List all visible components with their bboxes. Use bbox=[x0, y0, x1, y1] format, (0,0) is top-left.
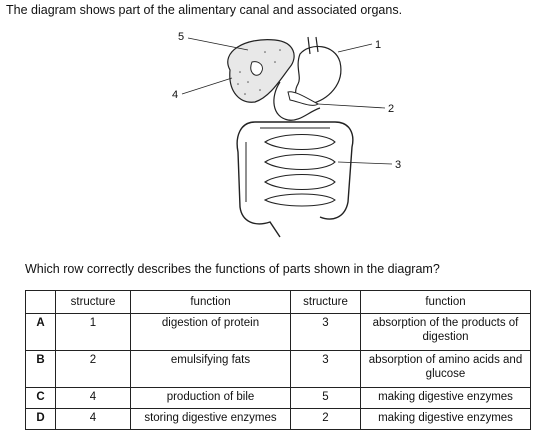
option-letter: C bbox=[25, 387, 56, 409]
structure-cell: 3 bbox=[290, 350, 361, 388]
option-letter: A bbox=[25, 313, 56, 351]
header-function-2: function bbox=[360, 290, 531, 314]
pancreas bbox=[287, 91, 319, 106]
function-cell: production of bile bbox=[130, 387, 291, 409]
question-text: Which row correctly describes the functi… bbox=[25, 262, 440, 276]
function-cell: making digestive enzymes bbox=[360, 408, 531, 430]
header-option bbox=[25, 290, 56, 314]
structure-cell: 2 bbox=[55, 350, 131, 388]
structure-cell: 1 bbox=[55, 313, 131, 351]
header-structure-1: structure bbox=[55, 290, 131, 314]
structure-cell: 4 bbox=[55, 387, 131, 409]
table-row: D 4 storing digestive enzymes 2 making d… bbox=[25, 408, 531, 430]
function-cell: making digestive enzymes bbox=[360, 387, 531, 409]
structure-cell: 3 bbox=[290, 313, 361, 351]
table-header-row: structure function structure function bbox=[25, 290, 531, 314]
answers-table: structure function structure function A … bbox=[25, 290, 531, 430]
table-row: B 2 emulsifying fats 3 absorption of ami… bbox=[25, 350, 531, 388]
option-letter: B bbox=[25, 350, 56, 388]
diagram-label-1: 1 bbox=[375, 39, 381, 51]
structure-cell: 2 bbox=[290, 408, 361, 430]
duodenum bbox=[273, 81, 321, 121]
function-cell: storing digestive enzymes bbox=[130, 408, 291, 430]
header-function-1: function bbox=[130, 290, 291, 314]
function-cell: emulsifying fats bbox=[130, 350, 291, 388]
diagram-label-4: 4 bbox=[172, 89, 178, 101]
alimentary-canal-diagram: 5 1 4 2 3 bbox=[172, 31, 401, 238]
table-row: C 4 production of bile 5 making digestiv… bbox=[25, 387, 531, 409]
table-row: A 1 digestion of protein 3 absorption of… bbox=[25, 313, 531, 351]
oesophagus bbox=[307, 36, 319, 55]
option-letter: D bbox=[25, 408, 56, 430]
gall-bladder bbox=[250, 61, 263, 76]
structure-cell: 4 bbox=[55, 408, 131, 430]
large-intestine bbox=[236, 121, 354, 238]
structure-cell: 5 bbox=[290, 387, 361, 409]
diagram-label-3: 3 bbox=[395, 159, 401, 171]
diagram-label-2: 2 bbox=[388, 103, 394, 115]
intro-text: The diagram shows part of the alimentary… bbox=[6, 3, 403, 17]
function-cell: digestion of protein bbox=[130, 313, 291, 351]
function-cell: absorption of amino acids and glucose bbox=[360, 350, 531, 388]
header-structure-2: structure bbox=[290, 290, 361, 314]
function-cell: absorption of the products of digestion bbox=[360, 313, 531, 351]
diagram-label-5: 5 bbox=[178, 31, 184, 43]
small-intestine bbox=[263, 134, 336, 207]
